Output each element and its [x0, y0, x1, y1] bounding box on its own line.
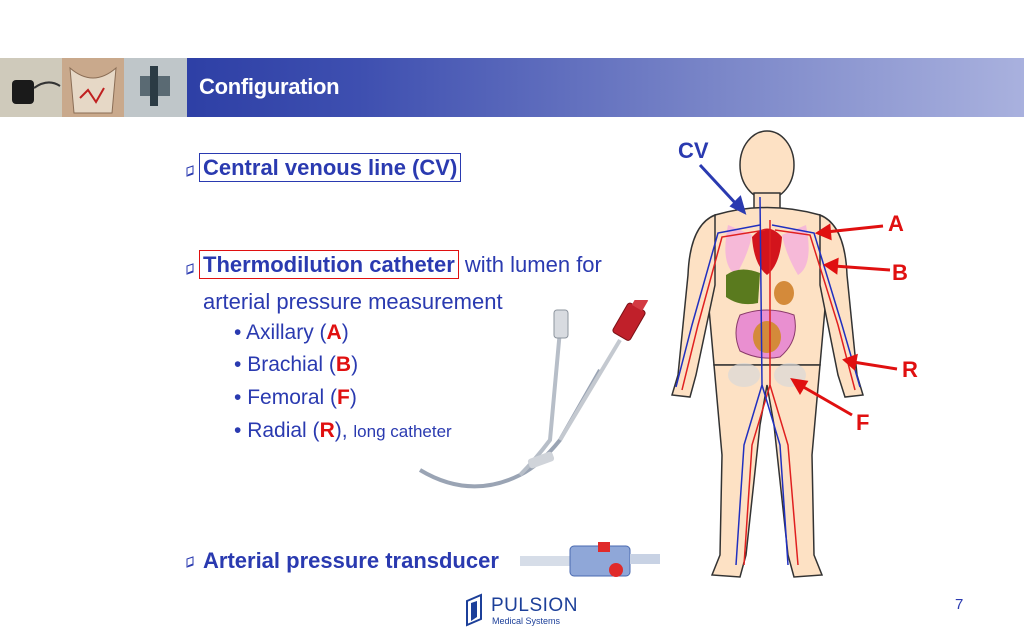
site-code: A: [326, 321, 342, 344]
thermo-label: Thermodilution catheter: [199, 250, 459, 279]
site-femoral: • Femoral (F): [234, 386, 357, 409]
site-name: Brachial (: [247, 353, 336, 376]
transducer-label: Arterial pressure transducer: [203, 548, 499, 573]
site-name: Femoral (: [247, 386, 338, 409]
label-a: A: [888, 211, 904, 236]
cv-bullet: Central venous line (CV): [199, 153, 462, 182]
logo-subtitle: Medical Systems: [492, 616, 561, 626]
site-brachial: • Brachial (B): [234, 353, 359, 376]
banner-photo-strip: [0, 58, 187, 117]
page-number: 7: [955, 596, 964, 613]
site-note: long catheter: [353, 422, 452, 441]
bullet-icon: [186, 556, 194, 568]
site-code: F: [337, 386, 350, 409]
site-suffix: ),: [334, 419, 348, 442]
body-diagram: [671, 130, 864, 578]
site-code: R: [319, 419, 335, 442]
thermo-bullet: Thermodilution catheter with lumen for: [199, 250, 602, 279]
cv-label: Central venous line (CV): [199, 153, 462, 182]
site-radial: • Radial (R), long catheter: [234, 419, 452, 442]
bullet-icon: [186, 165, 194, 177]
thermo-line2: arterial pressure measurement: [203, 289, 503, 314]
slide-title: Configuration: [199, 74, 340, 99]
label-r: R: [902, 357, 918, 382]
site-name: Axillary (: [246, 321, 327, 344]
catheter-image: [418, 300, 649, 489]
transducer-image: [520, 542, 660, 577]
site-suffix: ): [341, 321, 349, 344]
label-cv: CV: [678, 138, 709, 163]
site-code: B: [335, 353, 352, 376]
logo-name: PULSION: [491, 595, 578, 616]
site-suffix: ): [351, 353, 359, 376]
site-name: Radial (: [247, 419, 320, 442]
thermo-rest: with lumen for: [464, 252, 602, 277]
label-f: F: [856, 410, 870, 435]
pulsion-logo-icon: [466, 593, 482, 627]
site-axillary: • Axillary (A): [234, 321, 349, 344]
site-suffix: ): [349, 386, 357, 409]
label-b: B: [892, 260, 908, 285]
bullet-icon: [186, 263, 194, 275]
